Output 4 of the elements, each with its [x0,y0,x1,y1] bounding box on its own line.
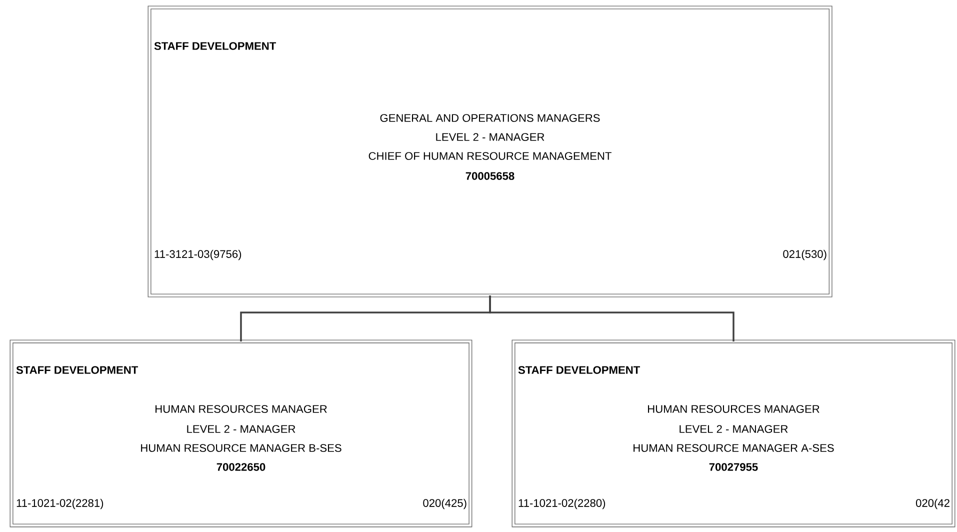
position-box: STAFF DEVELOPMENT HUMAN RESOURCES MANAGER LEVEL 2 - MANAGER HUMAN RESOURCE MANAGER A-SES 70027955 11-1021-02(2280) 020(42 [512,340,956,528]
position-box: STAFF DEVELOPMENT GENERAL AND OPERATIONS MANAGERS LEVEL 2 - MANAGER CHIEF OF HUMAN RESOURCE MANAGEMENT 70005658 11-3121-03(9756) 021(530) [148,6,832,298]
connector-line [489,296,734,342]
position-box: STAFF DEVELOPMENT HUMAN RESOURCES MANAGER LEVEL 2 - MANAGER HUMAN RESOURCE MANAGER B-SES 70022650 11-1021-02(2281) 020(425) [10,340,472,528]
